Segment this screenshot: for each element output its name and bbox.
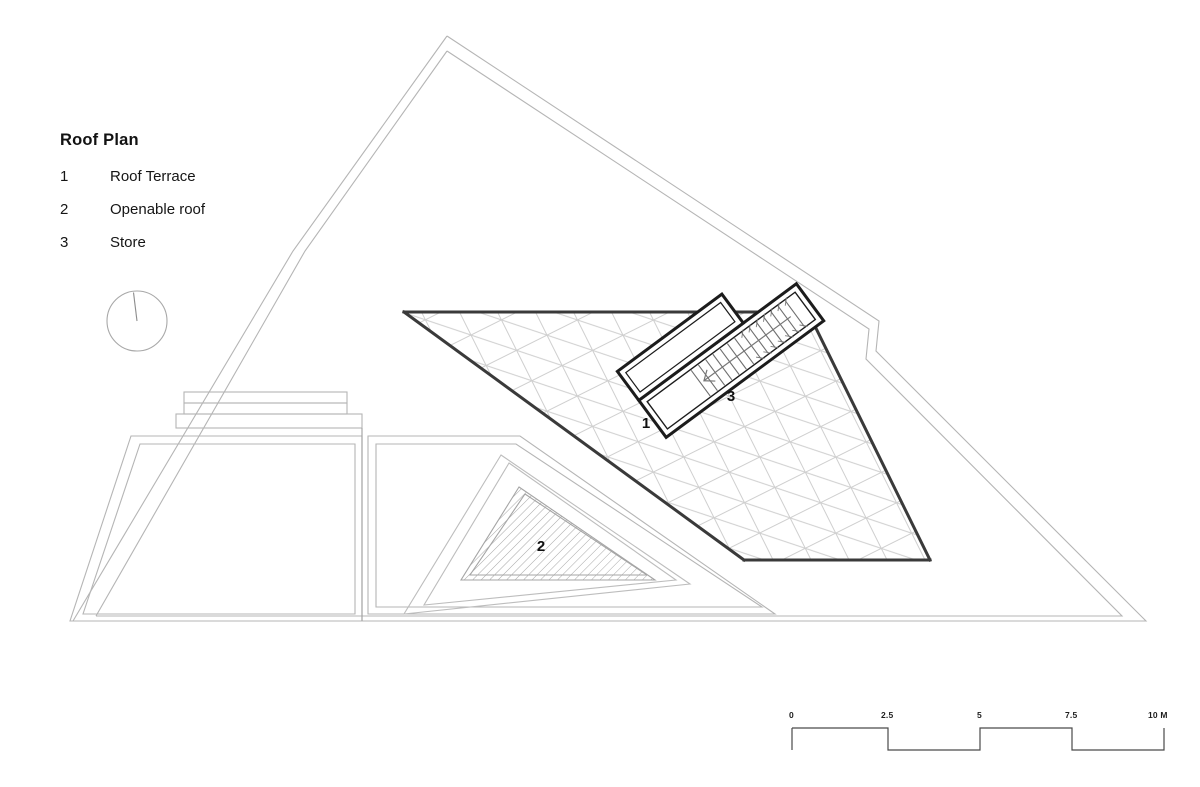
scale-tick-7-5: 7.5 (1065, 710, 1078, 720)
legend-key: 1 (60, 168, 69, 185)
left-building (69, 391, 363, 622)
terrace-edge-right (805, 309, 933, 563)
scale-tick-10: 10 M (1148, 710, 1168, 720)
legend-item-3: 3 Store (60, 234, 360, 251)
plan-label-1: 1 (642, 415, 650, 432)
roof-step-mid (183, 402, 348, 415)
legend-label: Roof Terrace (110, 168, 196, 185)
scale-tick-5: 5 (977, 710, 982, 720)
legend-key: 3 (60, 234, 69, 251)
site-boundary (72, 35, 1148, 622)
terrace-edge-left (401, 309, 747, 563)
legend-item-1: 1 Roof Terrace (60, 168, 360, 185)
legend-item-2: 2 Openable roof (60, 201, 360, 218)
north-arrow-icon (105, 289, 169, 353)
store-structure (615, 281, 826, 440)
scale-tick-0: 0 (789, 710, 794, 720)
legend-label: Store (110, 234, 146, 251)
page-title: Roof Plan (60, 131, 139, 149)
plan-label-3: 3 (727, 388, 735, 405)
scale-bar-graphic (791, 727, 1165, 751)
plan-label-2: 2 (537, 538, 545, 555)
handrail-ticks (741, 297, 808, 359)
openable-roof-area (402, 454, 692, 615)
roof-step-base (175, 413, 363, 429)
legend-key: 2 (60, 201, 69, 218)
middle-deck (367, 435, 777, 615)
stair-direction-arrow-icon (703, 316, 792, 382)
legend: Roof Plan 1 Roof Terrace 2 Openable roof… (60, 131, 360, 267)
legend-label: Openable roof (110, 201, 206, 218)
scale-bar: 0 2.5 5 7.5 10 M (780, 710, 1180, 760)
scale-tick-2-5: 2.5 (881, 710, 894, 720)
